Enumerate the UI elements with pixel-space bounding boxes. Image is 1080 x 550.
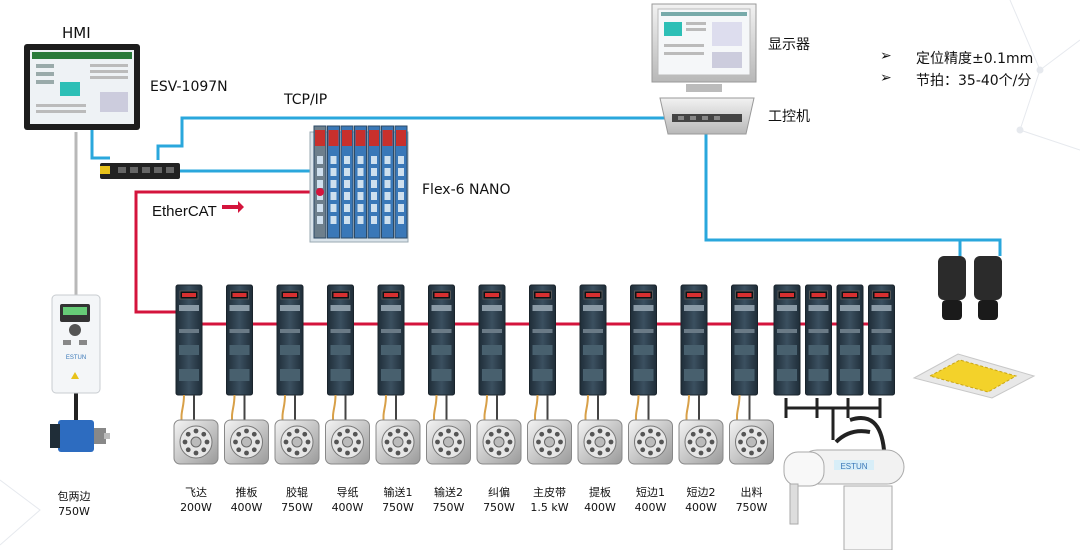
axis-power: 200W	[180, 501, 212, 514]
servo-drive-icon	[327, 284, 354, 426]
servo-drive-icon	[175, 284, 203, 426]
axis-power: 400W	[634, 501, 667, 514]
hmi-panel-icon	[24, 44, 140, 130]
axis-power: 750W	[432, 501, 465, 514]
servo-drive-icon	[805, 284, 832, 396]
axis-name: 主皮带	[533, 486, 566, 499]
ethercat-arrow-icon	[222, 201, 244, 213]
servo-drive-icon	[868, 284, 895, 396]
axis-name: 提板	[589, 486, 611, 499]
hmi-label: HMI	[62, 24, 91, 42]
servo-drive-icon	[478, 284, 506, 426]
servo-motor-icon	[729, 419, 774, 465]
axis-power: 400W	[584, 501, 616, 514]
servo-drive-icon	[276, 284, 304, 426]
robot-logo: ESTUN	[840, 462, 867, 471]
ethercat-logo: EtherCAT	[152, 203, 217, 220]
axis-name: 飞达	[185, 486, 207, 499]
axis-power: 750W	[281, 501, 313, 514]
servo-drive-icon	[428, 284, 455, 426]
axis-name: 导纸	[336, 486, 359, 499]
servo-motor-icon	[173, 419, 219, 465]
ethernet-switch-icon	[100, 163, 180, 179]
vfd-logo: ESTUN	[66, 355, 86, 361]
axis-name: 胶辊	[286, 486, 308, 499]
scara-robot-icon	[783, 416, 905, 550]
servo-drives	[173, 284, 895, 465]
servo-drive-icon	[529, 284, 556, 426]
servo-drive-icon	[680, 284, 708, 426]
target-part-icon	[912, 353, 1036, 399]
servo-motor-icon	[325, 419, 370, 465]
controller-label: Flex-6 NANO	[422, 182, 511, 198]
servo-drive-icon	[579, 284, 607, 426]
servo-motor-icon	[678, 419, 724, 465]
ethernet-cables	[90, 112, 1002, 256]
servo-motor-icon	[375, 419, 421, 465]
ipc-label: 工控机	[768, 109, 810, 125]
servo-drive-icon	[731, 284, 758, 426]
industrial-pc-icon	[659, 84, 755, 135]
servo-drive-icon	[836, 284, 864, 396]
servo-motor-icon	[426, 419, 471, 465]
axis-power: 400W	[685, 501, 717, 514]
axis-name: 纠偏	[488, 486, 510, 499]
packing-motor-power: 750W	[58, 505, 90, 518]
servo-motor-icon	[628, 419, 673, 465]
spec-bullet: ➢	[880, 48, 892, 64]
axis-name: 输送2	[434, 486, 463, 499]
axis-power: 750W	[483, 501, 515, 514]
spec-accuracy: 定位精度±0.1mm	[916, 51, 1034, 67]
packing-motor-name: 包两边	[57, 490, 91, 503]
axis-power: 750W	[382, 501, 414, 514]
axis-power: 1.5 kW	[530, 501, 569, 514]
monitor-icon	[651, 3, 757, 83]
servo-motor-icon	[476, 419, 522, 465]
ethercat-trunk	[134, 190, 318, 314]
axis-power: 400W	[230, 501, 263, 514]
vfd-icon	[51, 294, 101, 394]
hmi-model-label: ESV-1097N	[150, 79, 228, 95]
tcpip-label: TCP/IP	[284, 92, 328, 108]
servo-motor-icon	[527, 419, 572, 465]
axis-name: 短边1	[636, 486, 665, 499]
servo-drive-icon	[377, 284, 405, 426]
servo-motor-icon	[274, 419, 320, 465]
axis-power: 400W	[331, 501, 364, 514]
axis-name: 短边2	[686, 486, 716, 499]
axis-name: 出料	[740, 486, 763, 499]
servo-motor-icon	[224, 419, 269, 465]
display-label: 显示器	[768, 37, 810, 53]
camera-icon	[938, 256, 1002, 320]
servo-drive-icon	[630, 284, 657, 426]
axis-power: 750W	[735, 501, 768, 514]
servo-motor-icon	[577, 419, 623, 465]
servo-drive-icon	[226, 284, 253, 426]
axis-name: 推板	[235, 486, 258, 499]
spec-takt: 节拍：35-40个/分	[916, 73, 1032, 89]
axis-name: 输送1	[383, 486, 413, 499]
controller-rack-icon	[309, 125, 409, 243]
spec-bullet: ➢	[880, 70, 892, 86]
gear-motor-icon	[50, 420, 110, 452]
robot-bus-connector	[784, 398, 882, 440]
servo-drive-icon	[773, 284, 801, 396]
